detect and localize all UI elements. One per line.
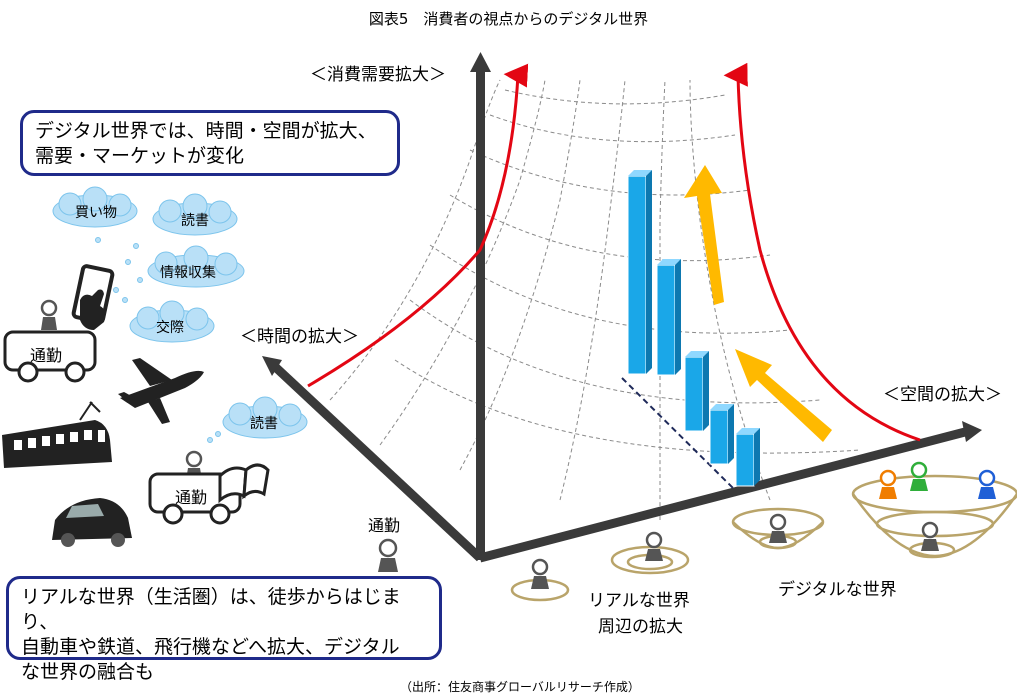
smartphone-icon bbox=[71, 264, 115, 330]
sphere-rings bbox=[510, 474, 1017, 602]
source-note: （出所：住友商事グローバルリサーチ作成） bbox=[400, 680, 640, 694]
axes bbox=[262, 52, 982, 563]
person-label-commute: 通勤 bbox=[368, 516, 401, 535]
space-demand-curve bbox=[723, 62, 921, 442]
callout-real: リアルな世界（生活圏）は、徒歩からはじまり、 自動車や鉄道、飛行機などへ拡大、デ… bbox=[6, 576, 442, 683]
callout-real-line2: 自動車や鉄道、飛行機などへ拡大、デジタル bbox=[21, 636, 400, 658]
cloud-reading2 bbox=[222, 396, 308, 439]
growth-arrows bbox=[684, 165, 832, 442]
time-demand-curve bbox=[307, 63, 529, 388]
cloud-social bbox=[129, 300, 215, 343]
callout-real-line3: な世界の融合も bbox=[21, 661, 155, 683]
bar-3 bbox=[684, 351, 709, 432]
callout-digital-line1: デジタル世界では、時間・空間が拡大、 bbox=[35, 120, 377, 142]
person-icon-green bbox=[910, 461, 928, 491]
axis-label-time: ＜時間の拡大＞ bbox=[240, 327, 359, 347]
person-icon bbox=[40, 299, 58, 330]
person-icon bbox=[769, 513, 787, 543]
bar-group bbox=[627, 170, 760, 487]
bar-5 bbox=[735, 428, 760, 487]
funnel-grid bbox=[329, 79, 861, 520]
axis-label-space: ＜空間の拡大＞ bbox=[883, 385, 1002, 405]
person-icon bbox=[645, 531, 663, 561]
cloud-label-reading2: 読書 bbox=[250, 416, 278, 432]
cloud-reading bbox=[152, 193, 238, 236]
cloud-label-reading: 読書 bbox=[181, 213, 209, 229]
person-icon bbox=[378, 538, 398, 572]
bar-2 bbox=[656, 259, 681, 376]
bar-4 bbox=[709, 404, 734, 465]
callout-digital: デジタル世界では、時間・空間が拡大、 需要・マーケットが変化 bbox=[20, 110, 400, 176]
car-label-2: 通勤 bbox=[175, 488, 208, 507]
airplane-icon bbox=[118, 358, 204, 424]
cloud-shopping bbox=[52, 186, 138, 228]
label-real-world: リアルな世界 bbox=[588, 591, 690, 611]
book-icon bbox=[218, 463, 270, 504]
person-icons bbox=[40, 299, 996, 589]
cloud-label-info: 情報収集 bbox=[160, 265, 216, 281]
car-label-1: 通勤 bbox=[30, 346, 63, 365]
axis-label-demand: ＜消費需要拡大＞ bbox=[310, 65, 446, 85]
thought-clouds bbox=[52, 186, 308, 443]
person-icon-blue bbox=[978, 469, 996, 499]
person-icon-orange bbox=[879, 469, 897, 499]
person-icon bbox=[921, 521, 939, 551]
cloud-label-social: 交際 bbox=[156, 320, 184, 336]
page-title: 図表5 消費者の視点からのデジタル世界 bbox=[368, 10, 649, 28]
label-digital-world: デジタルな世界 bbox=[778, 580, 897, 600]
cloud-label-shopping: 買い物 bbox=[75, 205, 117, 221]
person-icon bbox=[531, 558, 549, 589]
car-photo-icon bbox=[52, 498, 132, 547]
callout-digital-line2: 需要・マーケットが変化 bbox=[35, 145, 245, 167]
bar-baseline bbox=[621, 377, 736, 491]
train-icon bbox=[2, 401, 112, 468]
callout-real-line1: リアルな世界（生活圏）は、徒歩からはじまり、 bbox=[21, 586, 401, 633]
cloud-info bbox=[147, 245, 245, 288]
car-icon bbox=[3, 330, 97, 383]
bar-1 bbox=[627, 170, 652, 375]
label-real-world-expand: 周辺の拡大 bbox=[598, 617, 683, 637]
